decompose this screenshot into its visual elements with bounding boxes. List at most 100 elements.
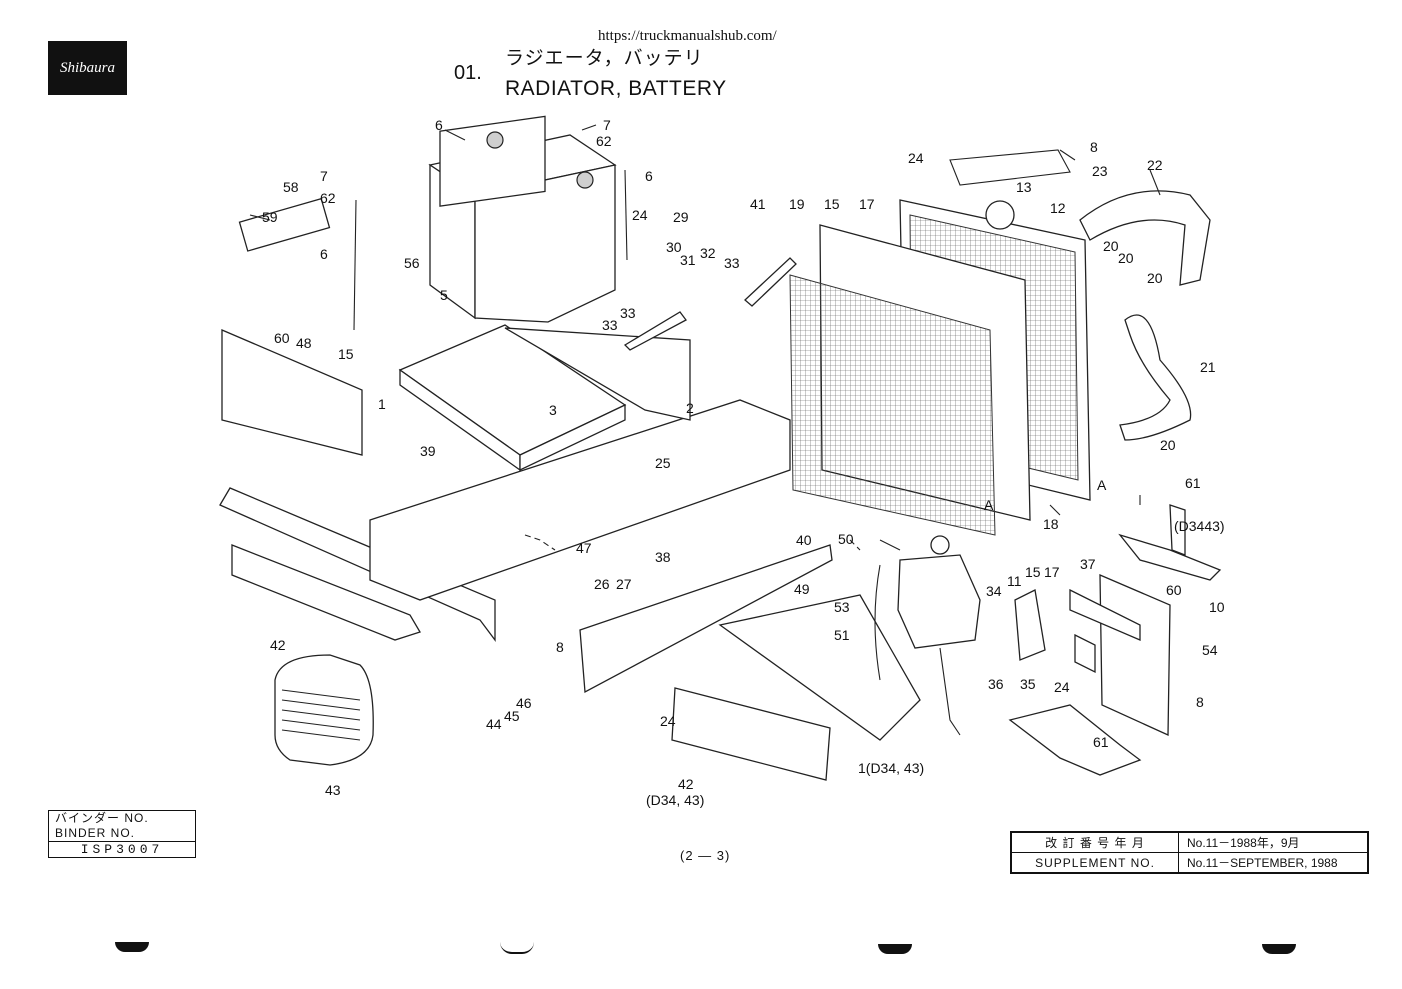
page-number: (2 — 3) <box>680 848 731 863</box>
callout: 6 <box>435 117 443 133</box>
callout: 20 <box>1118 250 1134 266</box>
callout: 36 <box>988 676 1004 692</box>
callout: 7 <box>320 168 328 184</box>
callout: 7 <box>603 117 611 133</box>
callout: 37 <box>1080 556 1096 572</box>
supplement-box: 改 訂 番 号 年 月 No.11－1988年，9月 SUPPLEMENT NO… <box>1010 831 1369 874</box>
callout: 19 <box>789 196 805 212</box>
callout: 33 <box>724 255 740 271</box>
callout: 8 <box>556 639 564 655</box>
air-cleaner-cover <box>274 654 374 766</box>
binder-code: ISP3007 <box>49 841 195 857</box>
callout: 49 <box>794 581 810 597</box>
binder-label-en: BINDER NO. <box>55 826 136 840</box>
callout: 5 <box>440 287 448 303</box>
callout: 29 <box>673 209 689 225</box>
callout: (D34, 43) <box>646 792 704 808</box>
chassis-frame <box>219 329 921 781</box>
callout: 20 <box>1103 238 1119 254</box>
callout: 34 <box>986 583 1002 599</box>
callout: 12 <box>1050 200 1066 216</box>
callout: 24 <box>908 150 924 166</box>
callout: 26 <box>594 576 610 592</box>
callout: 23 <box>1092 163 1108 179</box>
callout-labels: 6 7 62 7 62 58 59 6 6 56 5 60 48 15 1 3 … <box>262 117 1225 808</box>
callout: 62 <box>320 190 336 206</box>
callout: 6 <box>645 168 653 184</box>
callout: 47 <box>576 540 592 556</box>
callout: 11 <box>1007 573 1022 589</box>
callout: 33 <box>602 317 618 333</box>
callout: A <box>1097 477 1107 493</box>
leader-lines <box>249 124 1161 551</box>
callout: 61 <box>1185 475 1201 491</box>
page-title-jp: ラジエータ，バッテリ <box>505 47 704 69</box>
callout: (D3443) <box>1174 518 1225 534</box>
callout: 24 <box>632 207 648 223</box>
callout: 32 <box>700 245 716 261</box>
callout: 40 <box>796 532 812 548</box>
binder-label-jp: バインダー NO. <box>55 811 149 825</box>
callout: 38 <box>655 549 671 565</box>
callout: 58 <box>283 179 299 195</box>
callout: 22 <box>1147 157 1163 173</box>
callout: 25 <box>655 455 671 471</box>
callout: 8 <box>1090 139 1098 155</box>
callout: 35 <box>1020 676 1036 692</box>
reserve-tank <box>874 535 981 736</box>
callout: 45 <box>504 708 520 724</box>
callout: 43 <box>325 782 341 798</box>
source-url: https://truckmanualshub.com/ <box>598 28 777 44</box>
callout: 31 <box>680 252 696 268</box>
binder-number-box: バインダー NO. BINDER NO. ISP3007 <box>48 810 196 858</box>
callout: 56 <box>404 255 420 271</box>
callout: 30 <box>666 239 682 255</box>
supplement-label-jp: 改 訂 番 号 年 月 <box>1011 832 1179 853</box>
radiator-hoses <box>1079 190 1211 441</box>
callout: 62 <box>596 133 612 149</box>
callout: 50 <box>838 531 854 547</box>
page-title: RADIATOR, BATTERY <box>505 77 727 100</box>
supplement-value-jp: No.11－1988年，9月 <box>1178 832 1368 853</box>
callout: 17 <box>1044 564 1060 580</box>
radiator <box>789 199 1091 536</box>
supplement-label-en: SUPPLEMENT NO. <box>1011 852 1179 873</box>
callout: 42 <box>678 776 694 792</box>
callout: 53 <box>834 599 850 615</box>
callout: 10 <box>1209 599 1225 615</box>
callout: 41 <box>750 196 766 212</box>
callout: 54 <box>1202 642 1218 658</box>
scan-mark <box>878 944 912 954</box>
callout: 18 <box>1043 516 1059 532</box>
callout: 44 <box>486 716 502 732</box>
callout: 15 <box>1025 564 1041 580</box>
brand-logo: Shibaura <box>48 41 127 95</box>
callout: 2 <box>686 400 694 416</box>
callout: 20 <box>1160 437 1176 453</box>
section-number: 01. <box>454 62 482 84</box>
mounting-brackets <box>1008 504 1222 776</box>
callout: A <box>984 497 994 513</box>
battery <box>428 115 617 323</box>
callout: 27 <box>616 576 632 592</box>
callout: 48 <box>296 335 312 351</box>
callout: 60 <box>1166 582 1182 598</box>
scan-mark <box>1262 944 1296 954</box>
scan-mark <box>115 942 149 952</box>
callout: 6 <box>320 246 328 262</box>
callout: 59 <box>262 209 278 225</box>
callout: 1 <box>378 396 386 412</box>
callout: 33 <box>620 305 636 321</box>
callout: 1(D34, 43) <box>858 760 924 776</box>
callout: 60 <box>274 330 290 346</box>
callout: 39 <box>420 443 436 459</box>
callout: 3 <box>549 402 557 418</box>
callout: 24 <box>1054 679 1070 695</box>
callout: 21 <box>1200 359 1216 375</box>
callout: 8 <box>1196 694 1204 710</box>
scan-mark <box>500 942 534 954</box>
callout: 15 <box>338 346 354 362</box>
callout: 17 <box>859 196 875 212</box>
callout: 15 <box>824 196 840 212</box>
